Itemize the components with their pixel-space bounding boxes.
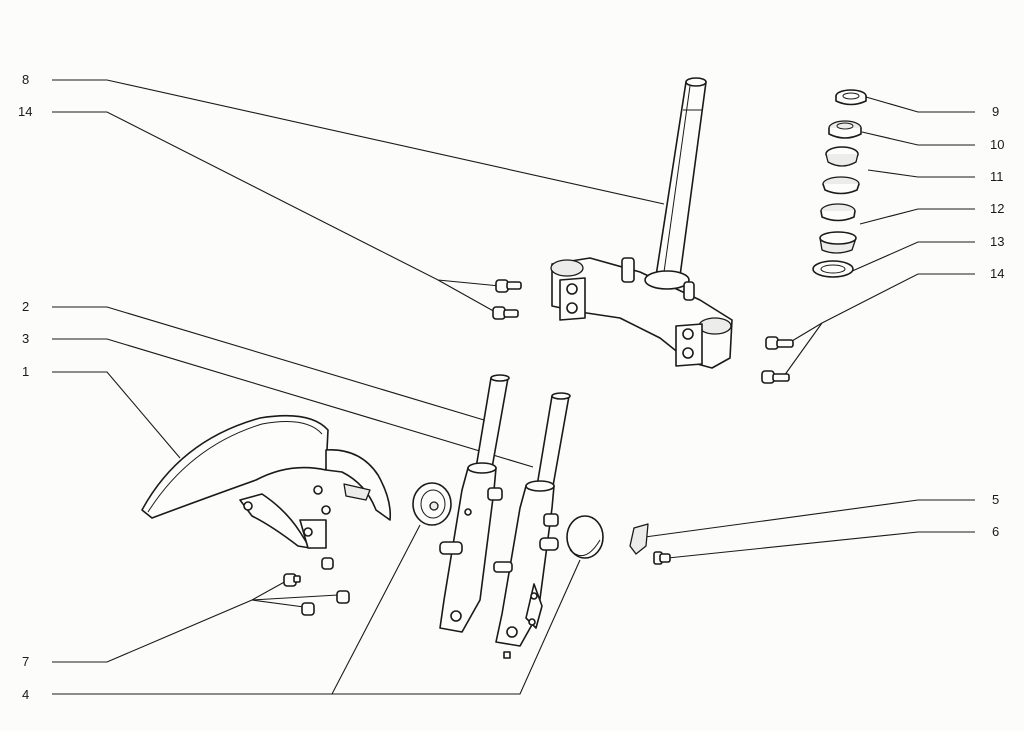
seal-14: [812, 260, 854, 278]
leader-lines: [52, 79, 975, 695]
leader-3: [52, 338, 534, 468]
fork-leg-left: [439, 374, 510, 633]
leader-9: [865, 96, 975, 113]
leader-7-branch-a: [251, 594, 339, 601]
callout-11: 11: [990, 169, 1004, 184]
leader-4: [52, 524, 421, 695]
leader-5: [644, 499, 975, 538]
callout-10: 10: [990, 137, 1005, 152]
fork-cap-right: [566, 515, 604, 559]
clip-part-5: [629, 523, 649, 555]
leader-12: [859, 208, 975, 225]
clamp-bolts-left: [492, 279, 522, 320]
callout-6: 6: [992, 524, 1000, 539]
callout-12: 12: [990, 201, 1005, 216]
callout-14-right: 14: [990, 266, 1005, 281]
leader-8: [52, 79, 665, 205]
leader-14-right: [791, 273, 975, 342]
callout-1: 1: [22, 364, 30, 379]
callout-14-top: 14: [18, 104, 33, 119]
callout-2: 2: [22, 299, 30, 314]
screw-part-6: [653, 551, 671, 565]
leader-14-top: [52, 111, 501, 287]
mudguard-screws: [283, 557, 350, 616]
leader-6: [667, 531, 975, 559]
leader-13: [849, 241, 975, 273]
callout-3: 3: [22, 331, 30, 346]
mudguard-part: [141, 414, 392, 549]
bearing-race-12b: [820, 203, 856, 222]
bearing-stack: [812, 89, 867, 278]
steering-stem-part: [655, 77, 707, 277]
callout-8: 8: [22, 72, 30, 87]
leader-14-right-branch: [783, 322, 823, 377]
leader-10: [861, 131, 975, 146]
bearing-cup-11: [825, 146, 859, 167]
washer-10: [828, 120, 862, 139]
leader-4-b: [332, 559, 581, 695]
ring-nut-9: [835, 89, 867, 106]
fork-leg-right: [493, 392, 571, 659]
clamp-bolts-right: [761, 336, 794, 384]
triple-clamp-part: [550, 257, 733, 369]
bearing-cone-13: [819, 231, 857, 254]
leader-7-branch-b: [251, 599, 305, 608]
leader-7: [52, 579, 289, 663]
leader-1: [52, 371, 181, 459]
leader-11: [867, 169, 975, 178]
fork-cap-left: [412, 482, 452, 526]
callout-5: 5: [992, 492, 1000, 507]
callout-7: 7: [22, 654, 30, 669]
callout-4: 4: [22, 687, 30, 702]
callout-9: 9: [992, 104, 1000, 119]
leader-2: [52, 306, 485, 421]
leader-14-top-branch: [437, 279, 498, 314]
callout-13: 13: [990, 234, 1005, 249]
bearing-race-12a: [822, 176, 860, 195]
